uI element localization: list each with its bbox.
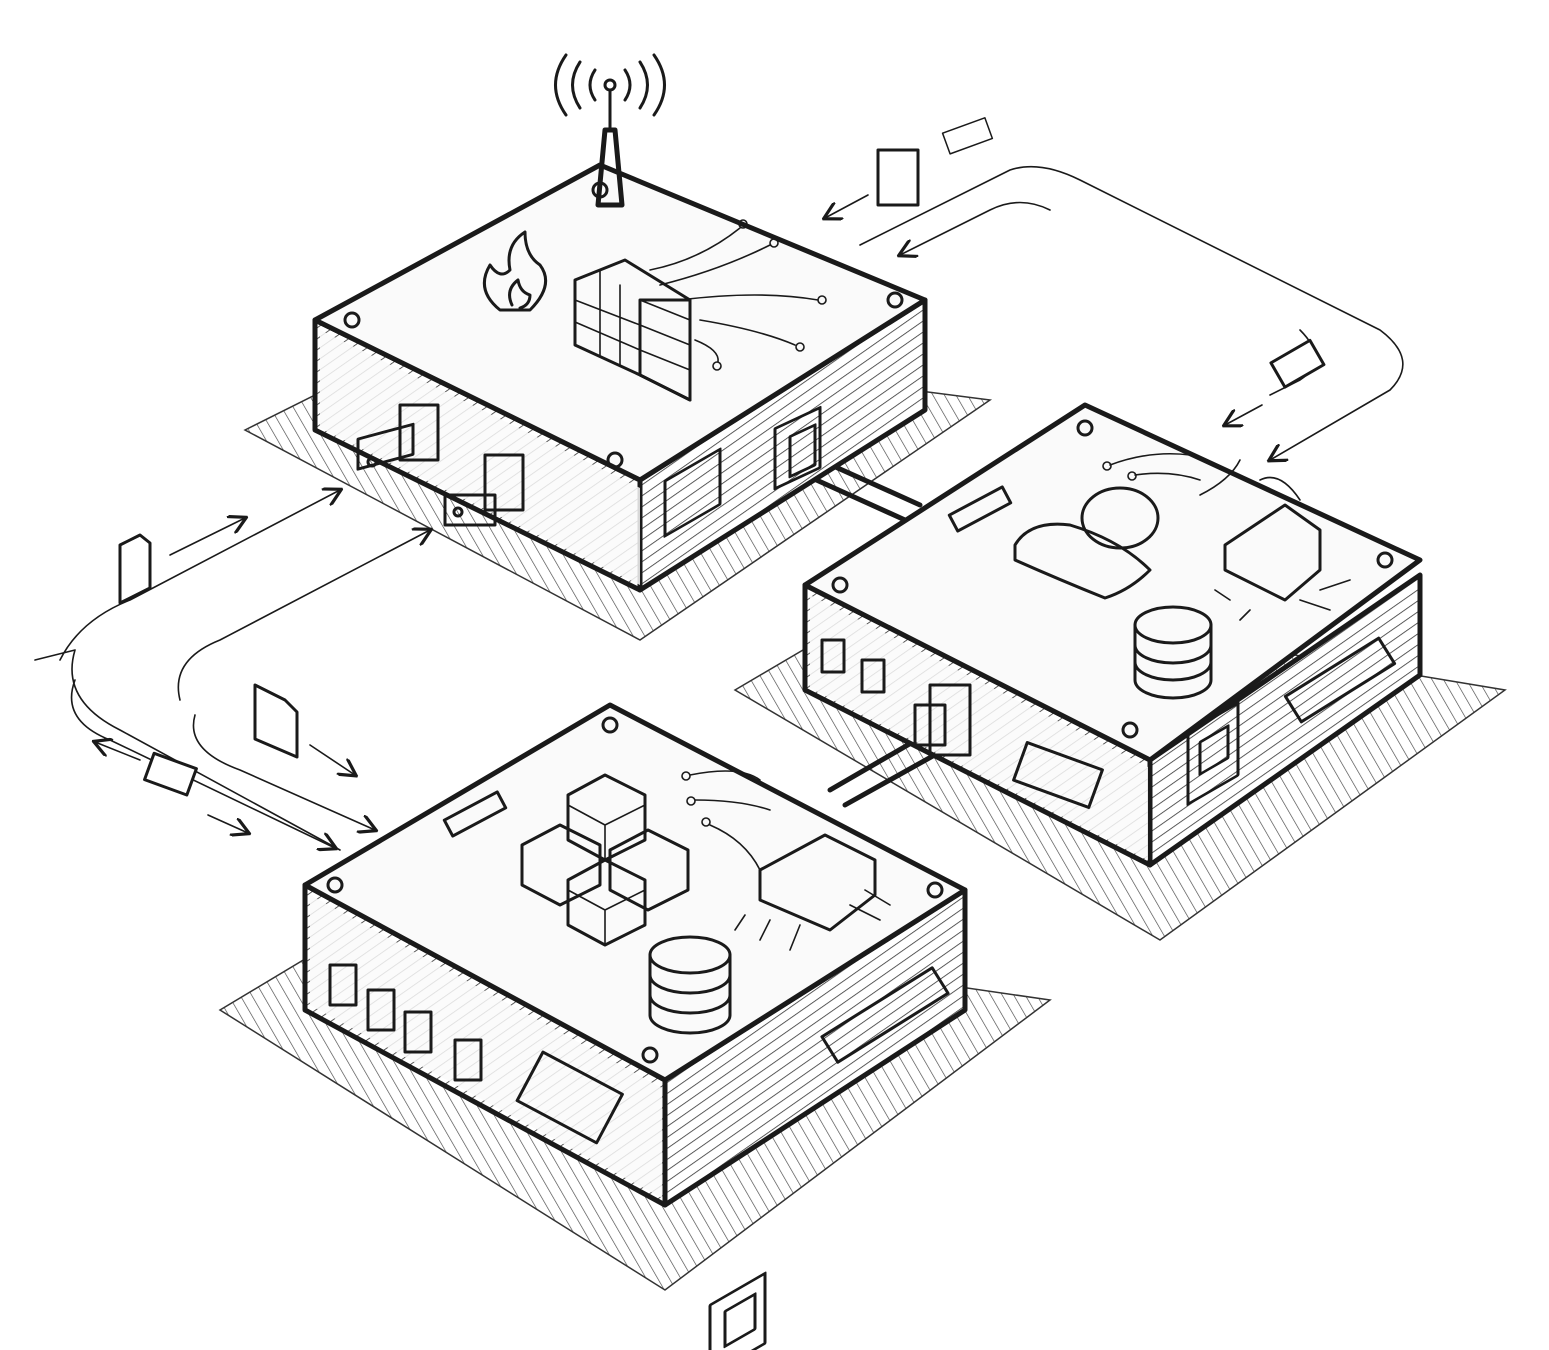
chip-icon (947, 485, 1013, 533)
lock-button[interactable] (820, 638, 846, 674)
database-icon (648, 935, 732, 1035)
document-icon (118, 533, 152, 605)
wifi-signal-icon (554, 53, 666, 117)
ethernet-port[interactable] (913, 683, 972, 757)
ethernet-jack[interactable] (1186, 701, 1240, 806)
button[interactable] (453, 1038, 483, 1082)
circuit-traces-icon (1102, 452, 1351, 621)
button[interactable] (366, 988, 396, 1032)
pin-header[interactable] (820, 966, 950, 1064)
firewall-device[interactable] (312, 53, 928, 593)
storage-device[interactable] (302, 702, 968, 1350)
pin-header[interactable] (1283, 636, 1397, 724)
user-server-device[interactable] (802, 402, 1423, 868)
packet-icon (941, 117, 994, 155)
ethernet-jack[interactable] (708, 1271, 767, 1350)
ethernet-port[interactable] (773, 405, 822, 491)
circuit-traces-icon (681, 770, 891, 951)
usb-port[interactable] (356, 403, 440, 471)
usb-port[interactable] (443, 453, 525, 527)
chip-icon (442, 790, 508, 838)
serial-port[interactable] (663, 447, 722, 538)
user-icon (1013, 486, 1160, 600)
packet-icon (143, 751, 198, 797)
document-icon (253, 683, 299, 759)
up-button[interactable] (860, 658, 886, 694)
flow-packets (118, 117, 1326, 797)
packet-icon (1269, 338, 1326, 389)
button[interactable] (403, 1010, 433, 1054)
heatsink-icon (758, 833, 877, 932)
brick-wall-icon (573, 258, 692, 402)
flame-icon (482, 230, 548, 312)
antenna-icon (595, 78, 625, 208)
heatsink-icon (1223, 503, 1322, 602)
serial-port[interactable] (1012, 741, 1104, 809)
circuit-traces-icon (649, 219, 827, 371)
button[interactable] (328, 963, 358, 1007)
display-slot[interactable] (515, 1050, 624, 1145)
database-icon (1133, 605, 1213, 700)
packet-icon (876, 148, 920, 207)
boxes-icon (520, 773, 690, 947)
